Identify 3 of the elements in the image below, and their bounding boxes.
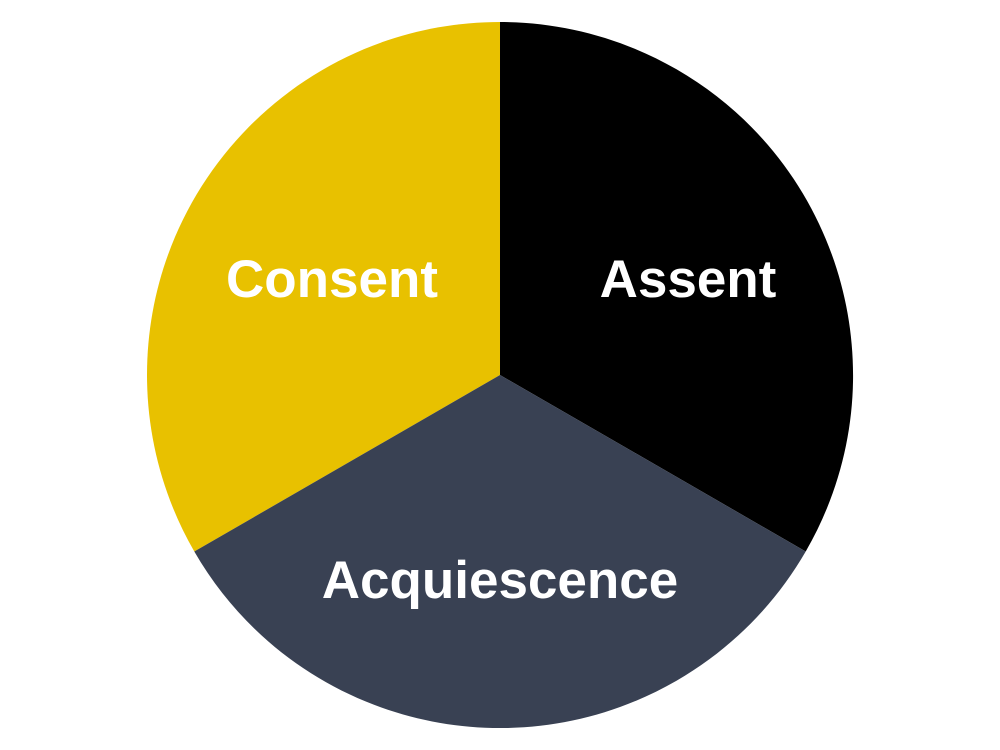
- pie-slice: Consent: [147, 22, 500, 552]
- pie-slice: Assent: [500, 22, 854, 552]
- pie-slice: Acquiescence: [194, 375, 806, 728]
